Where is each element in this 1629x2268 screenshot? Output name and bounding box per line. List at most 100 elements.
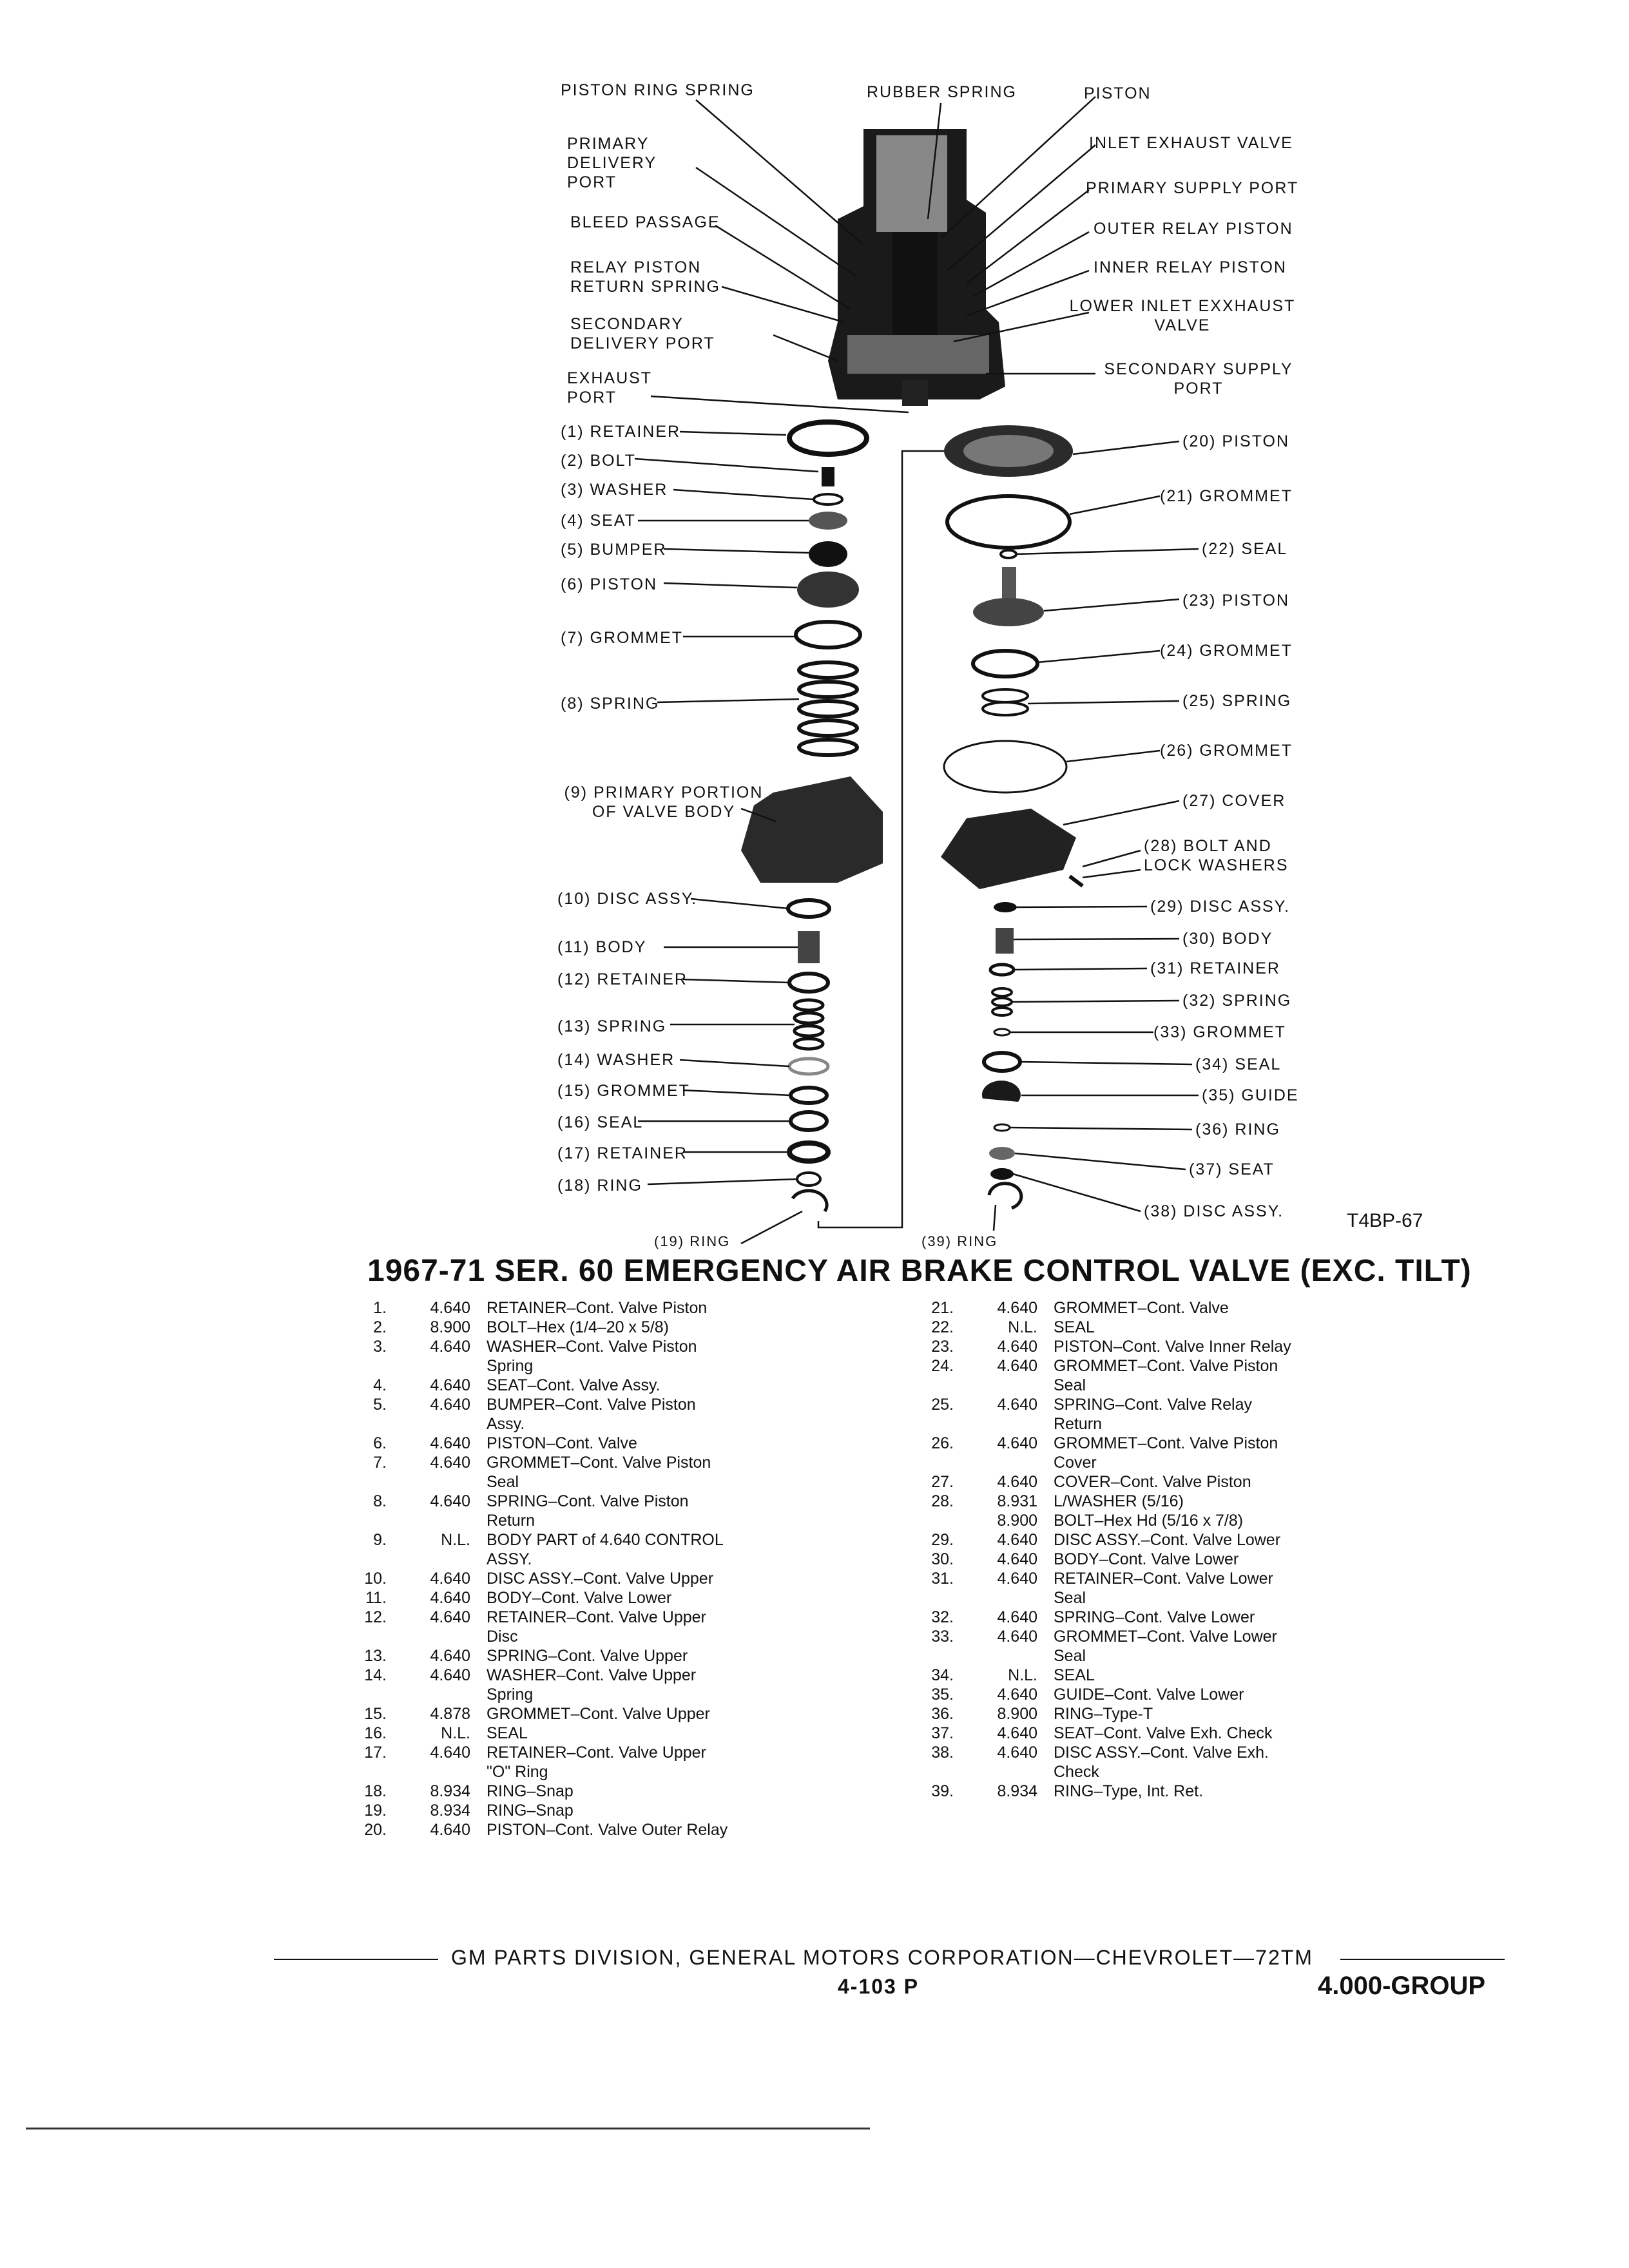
callout-38: (38) DISC ASSY. [1144,1202,1284,1220]
part-group-code: 4.640 [430,1434,470,1452]
part-number: 20. [364,1821,387,1839]
part-number: 24. [931,1357,954,1375]
part-number: 11. [365,1589,387,1607]
part-number: 26. [931,1434,954,1452]
part-number: 31. [931,1570,954,1588]
spring-8 [797,660,859,757]
part-number: 30. [931,1550,954,1568]
callout-11: (11) BODY [557,938,647,956]
part-group-code: 4.640 [430,1396,470,1414]
part-description: SEAL [1054,1666,1095,1684]
part-number: 7. [373,1454,387,1472]
parts-list-row: 22.N.L.SEAL [902,1318,1392,1337]
callout-19: (19) RING [654,1233,731,1249]
callout-39: (39) RING [921,1233,998,1249]
part-description: RETAINER–Cont. Valve Lower Seal [1054,1570,1273,1607]
part-description: BODY–Cont. Valve Lower [487,1589,672,1607]
label-inner-relay-piston: INNER RELAY PISTON [1094,258,1287,276]
callout-10: (10) DISC ASSY. [557,890,698,908]
callout-20: (20) PISTON [1182,432,1290,450]
part-description: RETAINER–Cont. Valve Upper "O" Ring [487,1744,706,1781]
callout-36: (36) RING [1195,1120,1280,1139]
part-number: 13. [364,1647,387,1665]
callout-9: (9) PRIMARY PORTION OF VALVE BODY [564,783,764,821]
callout-32: (32) SPRING [1182,992,1292,1010]
part-description: GROMMET–Cont. Valve [1054,1299,1229,1317]
part-group-code: 4.640 [430,1589,470,1607]
part-group-code: 8.900 [997,1705,1037,1723]
callout-18: (18) RING [557,1177,642,1195]
label-bleed-passage: BLEED PASSAGE [570,213,720,231]
part-description: PISTON–Cont. Valve Inner Relay [1054,1338,1291,1356]
right-exploded-parts [941,425,1084,1210]
callout-2: (2) BOLT [561,452,636,470]
callout-29: (29) DISC ASSY. [1150,898,1291,916]
callout-35: (35) GUIDE [1202,1086,1299,1104]
part-group-code: 8.931 [997,1492,1037,1510]
part-group-code: 4.640 [997,1434,1037,1452]
part-description: RETAINER–Cont. Valve Upper Disc [487,1608,706,1646]
part-group-code: 4.878 [430,1705,470,1723]
part-description: DISC ASSY.–Cont. Valve Exh. Check [1054,1744,1269,1781]
part-group-code: 4.640 [430,1821,470,1839]
part-number: 2. [373,1318,387,1336]
part-group-code: 4.640 [997,1724,1037,1742]
footer-rule-right [1340,1959,1505,1960]
part-number: 8. [373,1492,387,1510]
callout-8: (8) SPRING [561,695,660,713]
part-group-code: N.L. [1008,1666,1037,1684]
part-description: DISC ASSY.–Cont. Valve Upper [487,1570,714,1588]
part-number: 16. [364,1724,387,1742]
parts-list-row: 8. 4.640 SPRING–Cont. Valve Piston Return [335,1492,825,1530]
part-group-code: 4.640 [430,1492,470,1510]
part-number: 37. [931,1724,954,1742]
callout-37: (37) SEAT [1189,1160,1275,1178]
part-group-code: 4.640 [430,1608,470,1626]
assembled-valve-illustration [828,129,1005,406]
callout-25: (25) SPRING [1182,692,1292,710]
part-number: 1. [373,1299,387,1317]
part-description: RING–Type, Int. Ret. [1054,1782,1204,1800]
part-number: 19. [364,1802,387,1820]
part-number: 9. [373,1531,387,1549]
part-number: 27. [931,1473,954,1491]
part-description: GROMMET–Cont. Valve Piston Seal [1054,1357,1278,1394]
part-group-code: N.L. [441,1724,470,1742]
part-description: SPRING–Cont. Valve Lower [1054,1608,1255,1626]
part-group-code: 4.640 [997,1338,1037,1356]
callout-33: (33) GROMMET [1153,1023,1286,1041]
callout-7: (7) GROMMET [561,629,684,647]
parts-list-row: 26. 4.640 GROMMET–Cont. Valve Piston Cover [902,1434,1392,1472]
callout-17: (17) RETAINER [557,1144,688,1162]
part-group-code: 4.640 [997,1357,1037,1375]
parts-list-row: 24. 4.640 GROMMET–Cont. Valve Piston Seal [902,1356,1392,1395]
part-description: GROMMET–Cont. Valve Piston Cover [1054,1434,1278,1472]
part-number: 34. [931,1666,954,1684]
part-group-code: 4.640 [430,1570,470,1588]
footer-division: GM PARTS DIVISION, GENERAL MOTORS CORPOR… [451,1946,1313,1969]
part-description: DISC ASSY.–Cont. Valve Lower [1054,1531,1281,1549]
part-description: SPRING–Cont. Valve Piston Return [487,1492,689,1530]
exploded-view-diagram [634,96,1199,1245]
part-number: 38. [931,1744,954,1762]
part-description: GUIDE–Cont. Valve Lower [1054,1686,1244,1704]
callout-21: (21) GROMMET [1160,487,1293,505]
callout-13: (13) SPRING [557,1017,667,1035]
spring-32 [991,987,1013,1017]
part-group-code: 4.640 [430,1666,470,1684]
